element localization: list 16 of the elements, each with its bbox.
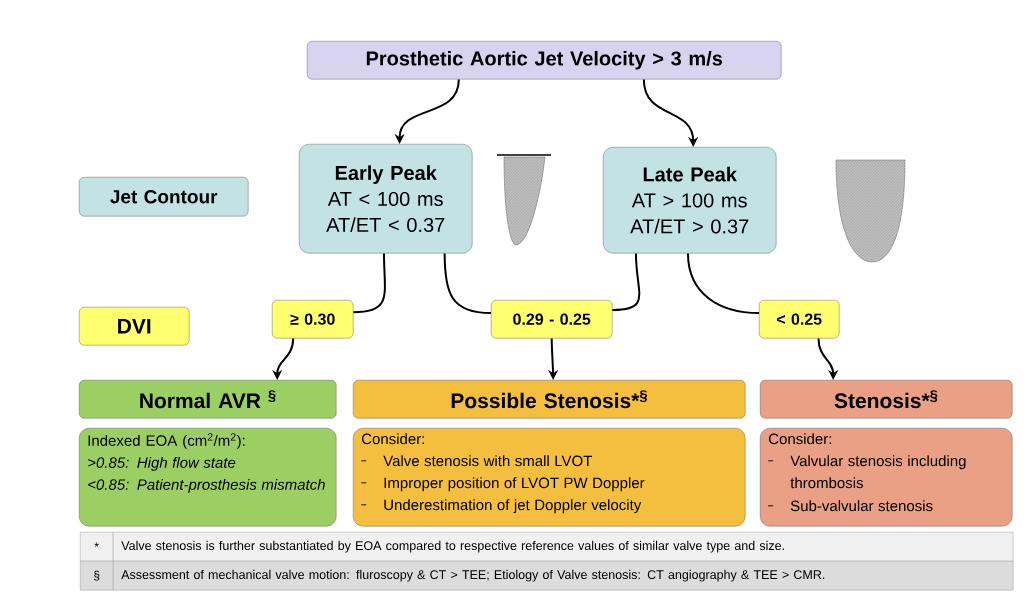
- advice-box: Consider: Valvular stenosis including thrombosis Sub-valvular stenosis: [760, 428, 1013, 527]
- row-label-box: Jet Contour: [79, 177, 249, 217]
- condition-box: Prosthetic Aortic Jet Velocity > 3 m/s: [307, 41, 782, 80]
- threshold-box: 0.29 - 0.25: [491, 300, 613, 339]
- row-label-box: DVI: [79, 307, 190, 346]
- result-box: Stenosis*$^{§}$: [760, 380, 1013, 419]
- table-cell: *: [80, 532, 114, 562]
- advice-box: Indexed EOA (cm$^{2}$/m$^{2}$): >0.85: High flow state <0.85: Patient-prosthesis mismatch: [79, 428, 337, 527]
- contour-box: Late Peak AT > 100 ms AT/ET > 0.37: [603, 147, 777, 254]
- result-box: Possible Stenosis*$^{§}$: [353, 380, 746, 419]
- contour-box: Early Peak AT < 100 ms AT/ET < 0.37: [299, 144, 473, 254]
- threshold-box: ≥ 0.30: [272, 300, 354, 339]
- advice-box: Consider: Valve stenosis with small LVOT Improper position of LVOT PW Doppler Underestimation of jet Doppler velocity: [353, 428, 746, 527]
- table-cell: §: [80, 561, 114, 591]
- threshold-box: < 0.25: [759, 300, 840, 339]
- result-box: Normal AVR $^{§}$: [79, 380, 337, 419]
